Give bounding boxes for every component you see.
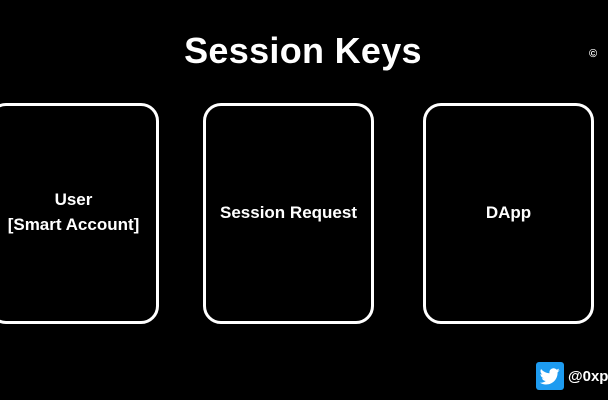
diagram-title: Session Keys — [184, 30, 422, 71]
user-box-label: User [Smart Account] — [8, 187, 140, 237]
twitter-handle-text[interactable]: @0xp — [568, 367, 608, 385]
dapp-box-label: DApp — [485, 203, 532, 222]
session-request-box: Session Request — [203, 103, 374, 324]
copyright-mark: © — [589, 48, 598, 60]
twitter-icon[interactable] — [536, 362, 564, 390]
user-box-label-line-2: [Smart Account] — [7, 214, 140, 234]
dapp-box: DApp — [423, 103, 594, 324]
session-request-box-label: Session Request — [220, 203, 357, 222]
twitter-handle[interactable]: @0xp — [536, 362, 608, 390]
user-box: User [Smart Account] — [0, 103, 159, 324]
user-box-label-line-1: User — [54, 189, 93, 209]
